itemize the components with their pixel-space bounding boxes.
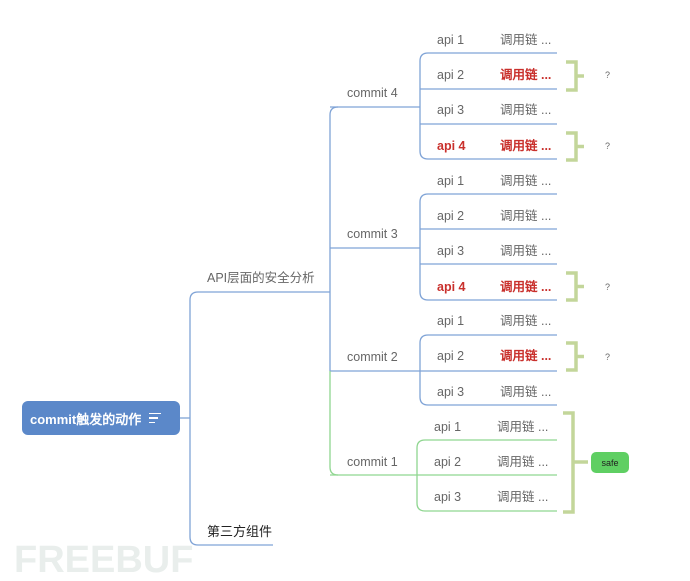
call-chain-node[interactable]: 调用链 ... — [500, 33, 552, 47]
call-chain-node[interactable]: 调用链 ... — [500, 314, 552, 328]
connector — [416, 502, 557, 512]
connector — [419, 52, 557, 62]
call-chain-node[interactable]: 调用链 ... — [500, 139, 552, 153]
api-node[interactable]: api 4 — [437, 139, 466, 153]
call-chain-node[interactable]: 调用链 ... — [500, 349, 552, 363]
call-chain-node[interactable]: 调用链 ... — [500, 68, 552, 82]
connector — [329, 371, 339, 476]
api-node[interactable]: api 1 — [437, 33, 465, 47]
api-node[interactable]: api 2 — [434, 455, 462, 469]
connector — [566, 60, 578, 92]
question-mark: ? — [605, 141, 611, 151]
api-node[interactable]: api 3 — [437, 244, 465, 258]
question-mark: ? — [605, 70, 611, 80]
call-chain-node[interactable]: 调用链 ... — [500, 209, 552, 223]
call-chain-node[interactable]: 调用链 ... — [500, 385, 552, 399]
question-mark: ? — [605, 352, 611, 362]
call-chain-node[interactable]: 调用链 ... — [497, 455, 549, 469]
connector — [419, 396, 557, 406]
connector — [419, 334, 557, 344]
api-node[interactable]: api 1 — [437, 174, 465, 188]
commit-node[interactable]: commit 3 — [347, 227, 398, 241]
api-node[interactable]: api 3 — [437, 103, 465, 117]
connector — [419, 150, 557, 160]
call-chain-node[interactable]: 调用链 ... — [500, 103, 552, 117]
call-chain-node[interactable]: 调用链 ... — [497, 490, 549, 504]
api-node[interactable]: api 1 — [437, 314, 465, 328]
api-node[interactable]: api 2 — [437, 209, 465, 223]
connector — [416, 439, 557, 449]
api-node[interactable]: api 4 — [437, 280, 466, 294]
connector — [566, 271, 578, 302]
connector — [329, 106, 339, 116]
api-node[interactable]: api 2 — [437, 349, 465, 363]
safe-badge[interactable]: safe — [591, 452, 629, 473]
api-node[interactable]: api 1 — [434, 420, 462, 434]
api-node[interactable]: api 3 — [437, 385, 465, 399]
api-node[interactable]: api 3 — [434, 490, 462, 504]
commit-node[interactable]: commit 2 — [347, 350, 398, 364]
call-chain-node[interactable]: 调用链 ... — [500, 244, 552, 258]
branch-third-party[interactable]: 第三方组件 — [207, 524, 273, 539]
watermark: FREEBUF — [14, 539, 194, 581]
branch-api-analysis[interactable]: API层面的安全分析 — [207, 271, 315, 285]
commit-node[interactable]: commit 1 — [347, 455, 398, 469]
connector — [566, 131, 578, 162]
connector — [419, 193, 557, 203]
call-chain-node[interactable]: 调用链 ... — [500, 280, 552, 294]
connector — [563, 411, 575, 514]
notes-icon[interactable] — [149, 412, 162, 424]
connector — [189, 291, 199, 301]
commit-node[interactable]: commit 4 — [347, 86, 398, 100]
call-chain-node[interactable]: 调用链 ... — [500, 174, 552, 188]
connector — [566, 341, 578, 372]
connector — [189, 300, 273, 546]
connector — [419, 291, 557, 301]
api-node[interactable]: api 2 — [437, 68, 465, 82]
question-mark: ? — [605, 282, 611, 292]
call-chain-node[interactable]: 调用链 ... — [497, 420, 549, 434]
root-node[interactable]: commit触发的动作 — [22, 401, 180, 435]
root-label: commit触发的动作 — [30, 411, 142, 427]
